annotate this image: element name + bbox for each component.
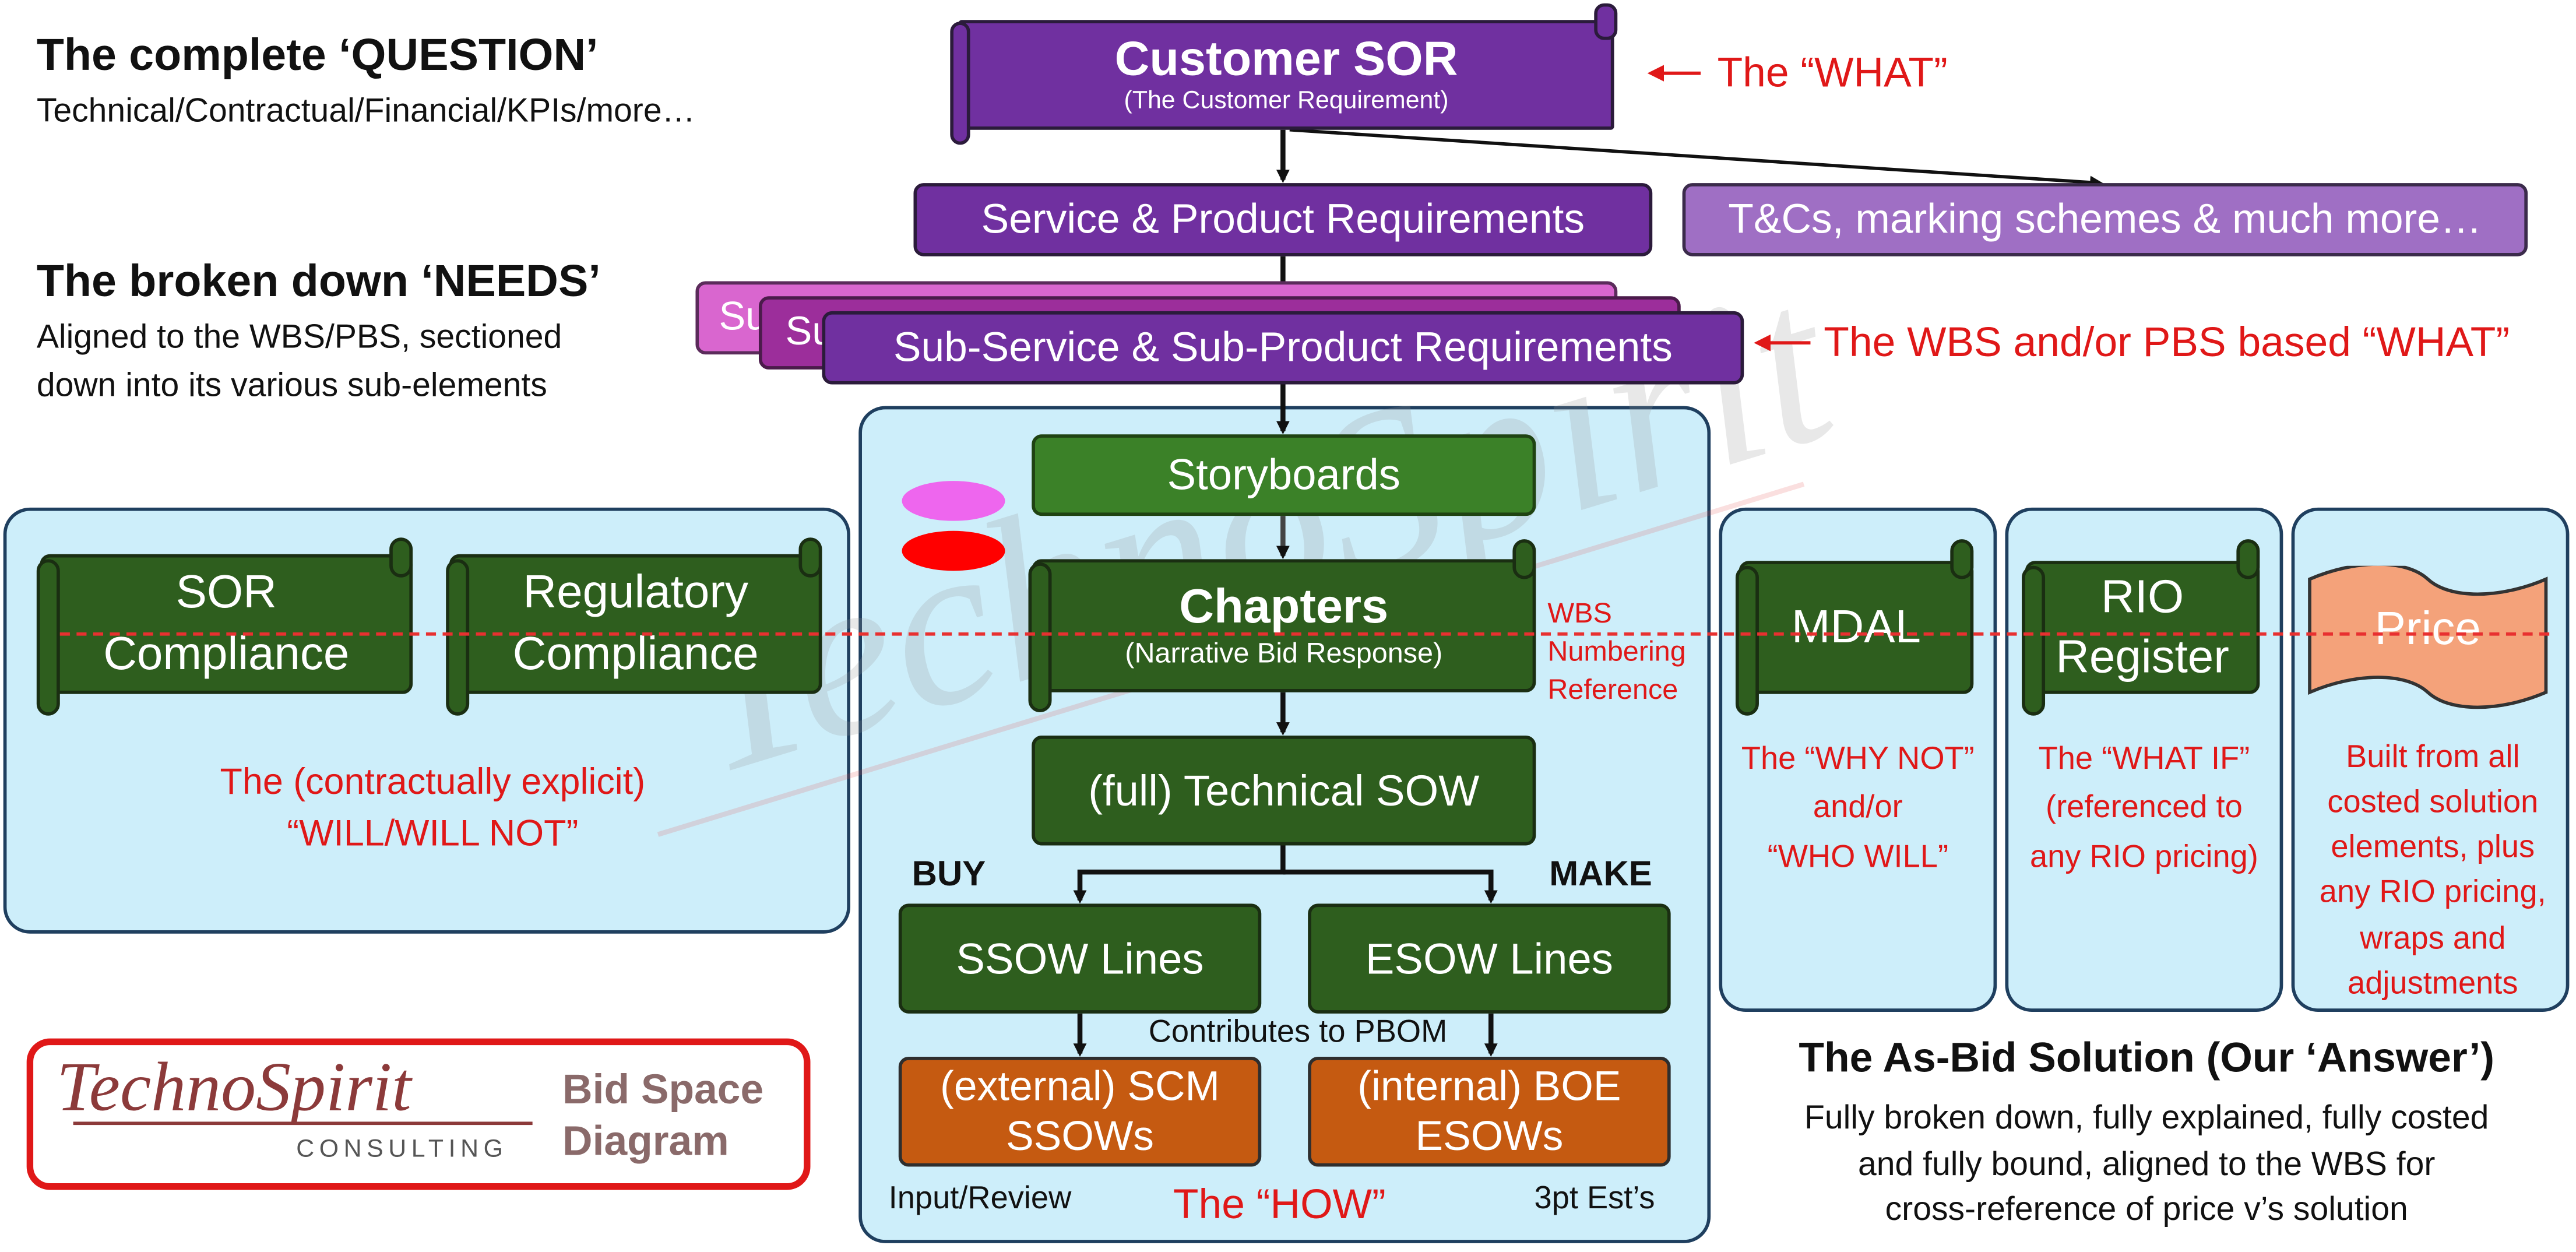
scm-ssows-label-2: SSOWs (1006, 1113, 1154, 1160)
red-oval (902, 530, 1005, 571)
wbs-reference-2: Numbering (1547, 635, 1686, 667)
mdal-caption-1: The “WHY NOT” (1741, 742, 1975, 778)
chapters-scroll: Chapters (Narrative Bid Response) (1032, 559, 1536, 692)
arrow-sow-to-esow (1283, 869, 1498, 904)
rio-register-label-2: Register (2056, 631, 2229, 683)
question-title: The complete ‘QUESTION’ (36, 30, 599, 80)
wbs-reference-3: Reference (1547, 673, 1678, 706)
price-caption: Built from all costed solution elements,… (2292, 736, 2574, 1007)
needs-subtitle-1: Aligned to the WBS/PBS, sectioned (36, 319, 562, 357)
logo-consulting: CONSULTING (296, 1135, 508, 1163)
rio-curl-left (2022, 565, 2046, 716)
price-caption-4: any RIO pricing, (2319, 876, 2546, 912)
price-caption-1: Built from all (2346, 740, 2520, 776)
regulatory-compliance-curl-right (798, 537, 822, 578)
estimates-label: 3pt Est’s (1534, 1181, 1655, 1217)
answer-title: The As-Bid Solution (Our ‘Answer’) (1799, 1035, 2495, 1082)
customer-sor-title: Customer SOR (1114, 32, 1458, 86)
price-label: Price (2374, 602, 2481, 655)
boe-esows-label-1: (internal) BOE (1357, 1063, 1621, 1109)
wbs-dashed-line (59, 632, 2550, 636)
arrow-sor-to-tcs (1289, 128, 2103, 189)
technical-sow-box: (full) Technical SOW (1032, 735, 1536, 846)
needs-title: The broken down ‘NEEDS’ (36, 256, 601, 307)
answer-subtitle: Fully broken down, fully explained, full… (1730, 1097, 2563, 1235)
mdal-curl-left (1735, 565, 1759, 716)
customer-sor-scroll-curl-right (1594, 3, 1618, 40)
ssow-lines-box: SSOW Lines (898, 903, 1262, 1014)
price-banner (2308, 565, 2548, 709)
mdal-caption: The “WHY NOT” and/or “WHO WILL” (1719, 736, 1997, 882)
wbs-reference-1: WBS (1547, 597, 1612, 629)
rio-curl-right (2236, 539, 2260, 579)
boe-esows-box: (internal) BOE ESOWs (1308, 1057, 1671, 1167)
compliance-caption: The (contractually explicit) “WILL/WILL … (100, 757, 765, 860)
mdal-caption-2: and/or (1813, 791, 1903, 827)
question-subtitle: Technical/Contractual/Financial/KPIs/mor… (36, 93, 695, 130)
sub-service-product-requirements: Sub-Service & Sub-Product Requirements (822, 311, 1744, 385)
wbs-reference: WBS Numbering Reference (1547, 596, 1685, 710)
what-annotation: The “WHAT” (1717, 50, 1948, 97)
wbs-what-annotation: The WBS and/or PBS based “WHAT” (1824, 319, 2510, 367)
chapters-subtitle: (Narrative Bid Response) (1125, 636, 1443, 669)
logo-bid-2: Diagram (562, 1119, 729, 1166)
boe-esows-label-2: ESOWs (1415, 1113, 1564, 1160)
needs-subtitle-2: down into its various sub-elements (36, 367, 547, 405)
sor-compliance-scroll: SOR Compliance (40, 554, 413, 694)
scm-ssows-box: (external) SCM SSOWs (898, 1057, 1262, 1167)
price-caption-5: wraps and (2360, 921, 2506, 956)
compliance-caption-1: The (contractually explicit) (220, 760, 646, 803)
rio-register-label-1: RIO (2101, 570, 2184, 622)
buy-label: BUY (912, 855, 986, 894)
sor-compliance-curl-right (389, 537, 413, 578)
logo-underline (73, 1121, 533, 1126)
rio-caption-2: (referenced to (2046, 791, 2243, 827)
rio-register-scroll: RIO Register (2025, 561, 2260, 694)
logo-box: TechnoSpirit CONSULTING Bid Space Diagra… (26, 1038, 811, 1190)
customer-sor-scroll-curl-left (950, 22, 970, 145)
compliance-caption-2: “WILL/WILL NOT” (287, 811, 579, 854)
chapters-curl-right (1512, 539, 1536, 579)
regulatory-compliance-curl-left (446, 559, 470, 716)
regulatory-compliance-label-2: Compliance (512, 627, 759, 679)
sor-compliance-label-2: Compliance (103, 627, 350, 679)
contributes-to-pbom: Contributes to PBOM (1148, 1015, 1448, 1050)
sor-compliance-curl-left (36, 559, 60, 716)
arrow-sow-to-ssow (1073, 845, 1286, 904)
service-product-requirements: Service & Product Requirements (913, 183, 1653, 256)
rio-caption: The “WHAT IF” (referenced to any RIO pri… (2005, 736, 2283, 882)
price-caption-6: adjustments (2348, 966, 2518, 1002)
storyboards-box: Storyboards (1032, 434, 1536, 516)
mdal-caption-3: “WHO WILL” (1767, 840, 1949, 875)
price-caption-2: costed solution (2327, 786, 2539, 821)
customer-sor-box: Customer SOR (The Customer Requirement) (958, 20, 1614, 130)
input-review-label: Input/Review (888, 1181, 1072, 1217)
logo-bid-space-diagram: Bid Space Diagram (562, 1065, 763, 1169)
logo-name: TechnoSpirit (57, 1050, 411, 1127)
esow-lines-box: ESOW Lines (1308, 903, 1671, 1014)
chapters-curl-left (1028, 562, 1052, 713)
sor-compliance-label-1: SOR (175, 565, 277, 618)
logo-bid-1: Bid Space (562, 1067, 764, 1114)
chapters-title: Chapters (1179, 581, 1389, 635)
mdal-curl-right (1950, 539, 1974, 579)
make-label: MAKE (1549, 855, 1652, 894)
scm-ssows-label-1: (external) SCM (940, 1063, 1220, 1109)
tcs-box: T&Cs, marking schemes & much more… (1682, 183, 2528, 256)
magenta-oval (902, 481, 1005, 521)
how-label: The “HOW” (1173, 1181, 1386, 1229)
mdal-scroll: MDAL (1739, 561, 1974, 694)
regulatory-compliance-label-1: Regulatory (523, 565, 748, 618)
customer-sor-subtitle: (The Customer Requirement) (1124, 87, 1449, 116)
rio-caption-1: The “WHAT IF” (2038, 742, 2250, 778)
rio-caption-3: any RIO pricing) (2029, 840, 2258, 875)
regulatory-compliance-scroll: Regulatory Compliance (449, 554, 822, 694)
answer-subtitle-2: and fully bound, aligned to the WBS for (1857, 1146, 2436, 1183)
price-caption-3: elements, plus (2331, 831, 2535, 866)
answer-subtitle-1: Fully broken down, fully explained, full… (1804, 1100, 2489, 1137)
answer-subtitle-3: cross-reference of price v’s solution (1885, 1191, 2408, 1229)
